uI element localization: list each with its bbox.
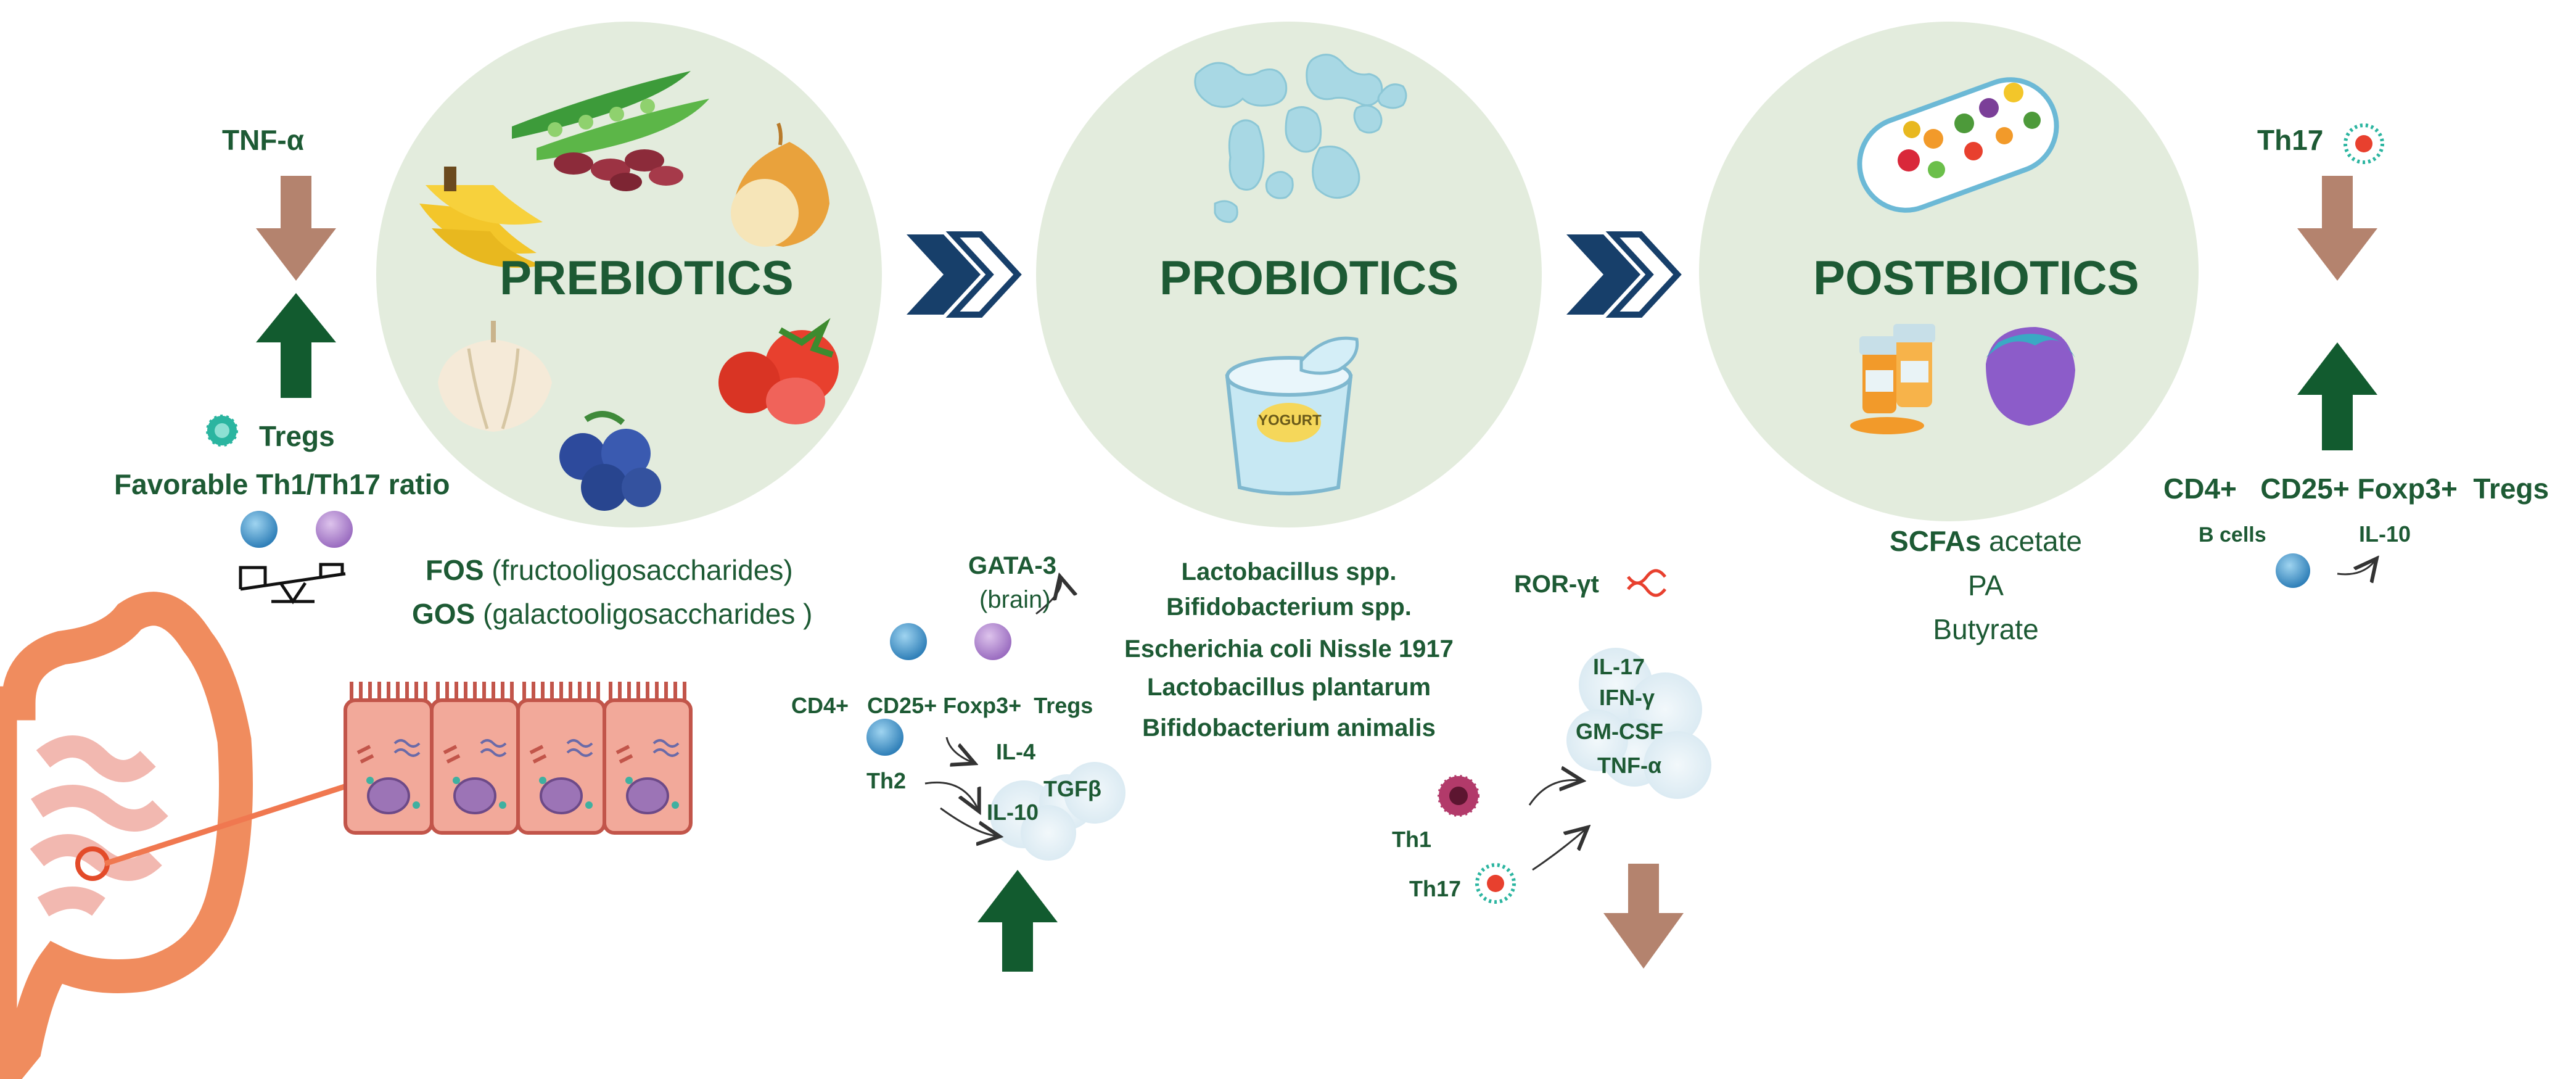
th1-cell-icon — [1438, 775, 1479, 817]
cd25-label-right: CD25+ — [2260, 473, 2350, 505]
purple-cell-icon — [316, 511, 353, 548]
th17-cell-icon-ror — [1475, 863, 1516, 904]
th17-arrow — [1532, 830, 1585, 871]
species-5: Bifidobacterium animalis — [1142, 714, 1436, 742]
supplement-bottles-icon — [1850, 324, 1935, 434]
th2-to-il10-arrow — [924, 781, 977, 808]
fos-line: FOS (fructooligosaccharides) — [426, 553, 793, 587]
fos-full: (fructooligosaccharides) — [492, 554, 793, 586]
arrow-down-icon-right — [2297, 176, 2377, 281]
fos-abbr: FOS — [426, 554, 484, 586]
tregs-line-middle: CD4+ CD25+ Foxp3+ Tregs — [791, 693, 1093, 719]
arrow-down-icon-left — [256, 176, 336, 281]
tregs-label-middle: Tregs — [1034, 693, 1093, 718]
bacteria-icon — [1194, 54, 1407, 223]
arrow-down-icon-ror — [1603, 864, 1684, 969]
gata3-label: GATA-3 — [968, 552, 1056, 579]
postbiotics-title: POSTBIOTICS — [1813, 250, 2139, 305]
il4-label: IL-4 — [996, 739, 1036, 764]
postbiotics-circle — [1699, 22, 2199, 521]
ror-cytokine-cloud-icon — [1566, 648, 1711, 799]
chevron-icon-2 — [1566, 231, 1682, 318]
b-cell-arrow — [2337, 561, 2374, 574]
blueberry-icon — [559, 411, 661, 511]
tregs-to-il4-arrow — [945, 737, 971, 762]
species-3: Escherichia coli Nissle 1917 — [1124, 635, 1454, 663]
th1-arrow — [1528, 780, 1579, 806]
pea-pod-icon — [512, 71, 709, 160]
cd4-label: CD4+ — [791, 693, 849, 718]
ifn-gamma-label: IFN-γ — [1599, 685, 1655, 710]
il10-label-right: IL-10 — [2359, 521, 2411, 547]
scfa-acetate: acetate — [1989, 525, 2082, 557]
purple-cell-icon — [974, 623, 1011, 660]
tnf-alpha-ror-label: TNF-α — [1597, 753, 1662, 778]
yogurt-icon — [1225, 336, 1359, 495]
scfa-label: SCFAs — [1890, 525, 1981, 557]
garlic-icon — [438, 321, 552, 432]
th17-label-right: Th17 — [2257, 124, 2324, 156]
tregs-label-right: Tregs — [2473, 473, 2549, 505]
species-1: Lactobacillus spp. — [1181, 558, 1397, 585]
arrow-up-icon-middle — [977, 870, 1058, 972]
banana-icon — [419, 167, 543, 268]
cd25-label: CD25+ — [867, 693, 937, 718]
blue-cell-icon — [890, 623, 927, 660]
blue-cell-icon — [866, 719, 903, 756]
tnf-alpha-label: TNF-α — [222, 124, 305, 156]
probiotics-title: PROBIOTICS — [1159, 250, 1459, 305]
scfa-line: SCFAs acetate — [1875, 524, 2097, 558]
prebiotics-title: PREBIOTICS — [500, 250, 794, 305]
tgf-beta-label: TGFβ — [1043, 776, 1101, 801]
yogurt-label: YOGURT — [1258, 412, 1322, 429]
capsule-icon — [1857, 77, 2059, 213]
il10-label: IL-10 — [987, 800, 1039, 825]
brain-label: (brain) — [979, 586, 1051, 613]
kidney-bean-icon — [554, 149, 683, 191]
ror-label: ROR-γt — [1514, 571, 1599, 598]
intestine-icon — [0, 592, 253, 1079]
dna-icon — [1627, 569, 1666, 597]
il10-out-arrow — [940, 807, 996, 836]
foxp3-label-right: Foxp3+ — [2357, 473, 2458, 505]
gm-csf-label: GM-CSF — [1576, 719, 1663, 744]
blue-cell-icon — [241, 511, 278, 548]
treg-cell-icon-left — [206, 415, 238, 447]
il17-label: IL-17 — [1593, 654, 1645, 679]
gos-full: (galactooligosaccharides ) — [483, 598, 813, 630]
th17-cell-icon-right — [2344, 123, 2384, 164]
cd4-label-right: CD4+ — [2163, 473, 2237, 505]
epithelial-cells-icon — [344, 682, 691, 835]
gata3-arrow — [1035, 580, 1061, 615]
cytokine-cloud-icon — [990, 762, 1125, 861]
th2-label: Th2 — [866, 768, 907, 793]
bacterium-cell-icon — [1986, 327, 2075, 426]
ratio-label: Favorable Th1/Th17 ratio — [114, 468, 450, 500]
species-2: Bifidobacterium spp. — [1166, 593, 1412, 621]
chevron-icon-1 — [907, 231, 1022, 318]
gos-abbr: GOS — [412, 598, 475, 630]
foxp3-label: Foxp3+ — [943, 693, 1022, 718]
th17-label-ror: Th17 — [1409, 876, 1462, 901]
arrow-up-icon-left — [256, 293, 336, 398]
tomato-icon — [718, 318, 839, 424]
gos-line: GOS (galactooligosaccharides ) — [412, 597, 812, 630]
tregs-line-right: CD4+ CD25+ Foxp3+ Tregs — [2163, 472, 2549, 505]
onion-icon — [731, 122, 829, 247]
b-cell-icon — [2276, 553, 2310, 588]
seesaw-icon — [239, 563, 346, 605]
species-4: Lactobacillus plantarum — [1146, 674, 1431, 701]
scfa-butyrate: Butyrate — [1933, 613, 2039, 645]
tregs-label: Tregs — [259, 420, 335, 452]
probiotics-circle — [1036, 22, 1542, 527]
arrow-up-icon-right — [2297, 342, 2377, 450]
th1-label: Th1 — [1392, 827, 1432, 852]
zoom-arrow — [104, 777, 365, 867]
b-cells-label: B cells — [2199, 523, 2266, 547]
scfa-pa: PA — [1968, 569, 2004, 602]
